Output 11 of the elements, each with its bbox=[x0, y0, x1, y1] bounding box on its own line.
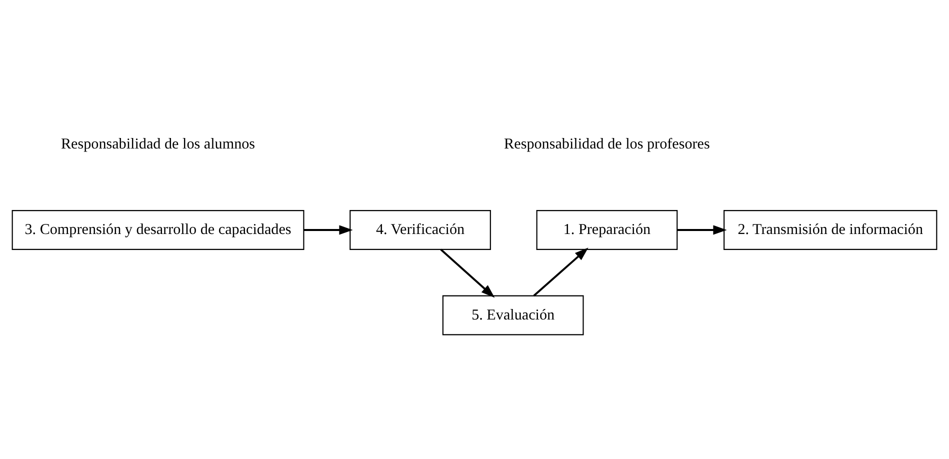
arrow bbox=[440, 248, 495, 298]
node-box: 5. Evaluación bbox=[442, 294, 584, 335]
node-box: 2. Transmisión de información bbox=[724, 210, 938, 250]
arrow bbox=[304, 224, 353, 234]
node-box: 4. Verificación bbox=[350, 210, 491, 250]
label: Responsabilidad de los profesores bbox=[504, 136, 710, 152]
arrow bbox=[533, 247, 588, 296]
arrow bbox=[677, 224, 727, 234]
label: Responsabilidad de los alumnos bbox=[60, 136, 256, 152]
node-box: 1. Preparación bbox=[536, 210, 678, 250]
node-box: 3. Comprensión y desarrollo de capacidades bbox=[12, 210, 304, 250]
